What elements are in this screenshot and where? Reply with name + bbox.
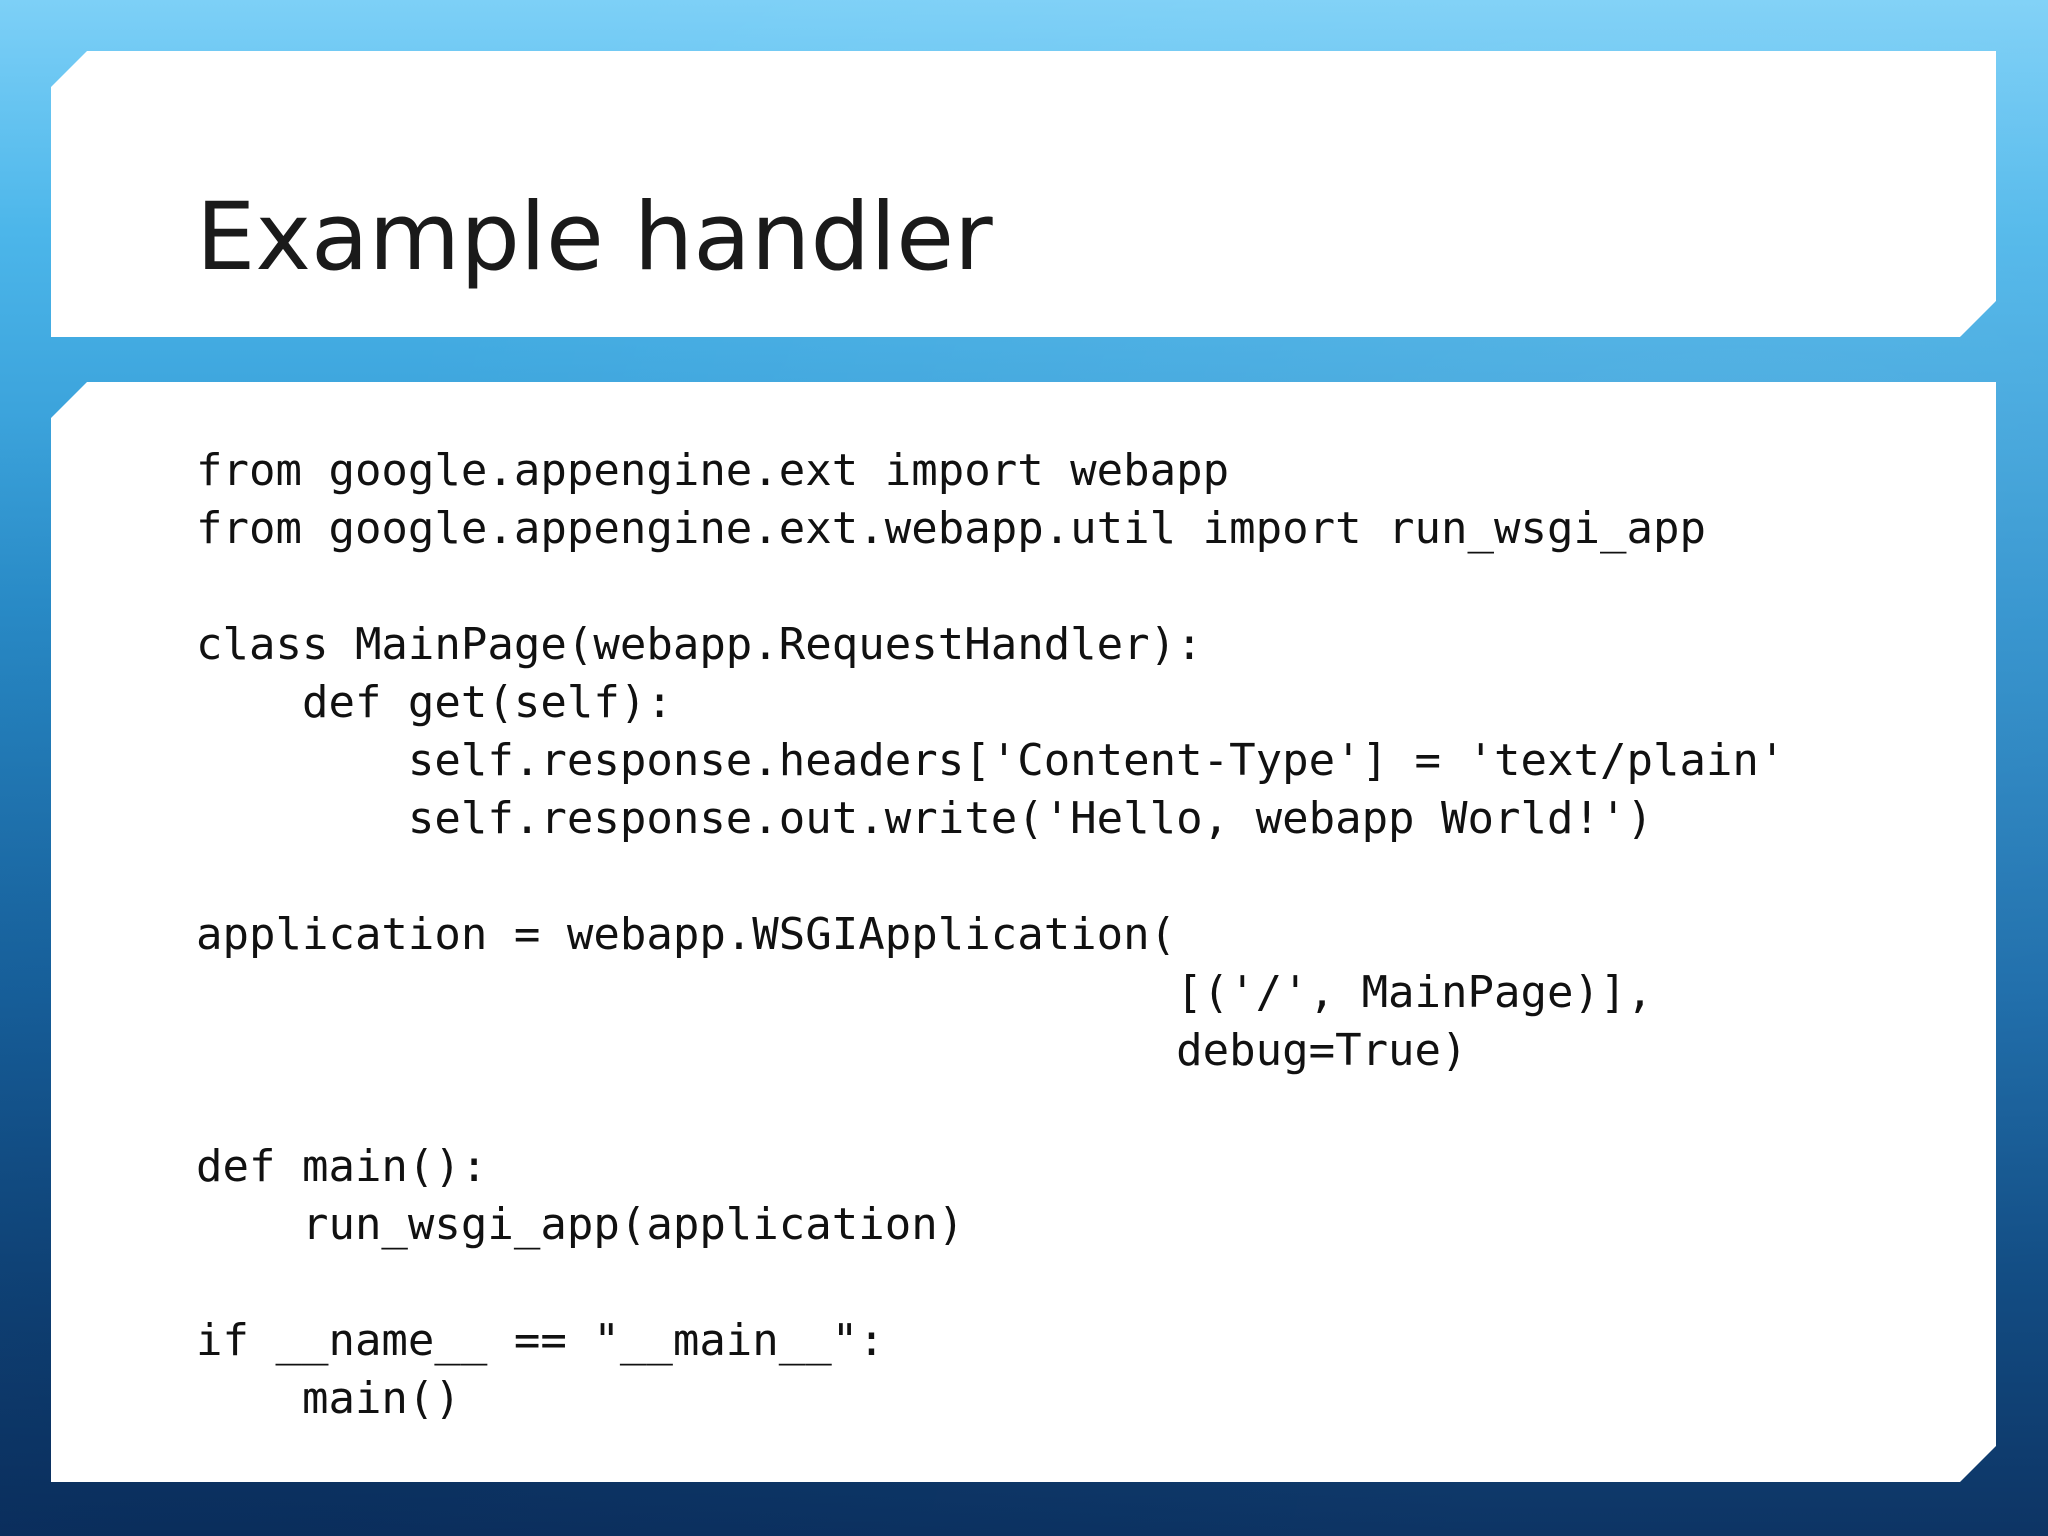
- code-line: [196, 558, 1785, 616]
- code-line: [196, 1254, 1785, 1312]
- code-line: def get(self):: [196, 677, 673, 728]
- code-line: self.response.out.write('Hello, webapp W…: [196, 793, 1653, 844]
- slide-title: Example handler: [196, 183, 993, 292]
- title-panel: Example handler: [51, 51, 1996, 337]
- code-line: [196, 848, 1785, 906]
- code-line: from google.appengine.ext import webapp: [196, 445, 1230, 496]
- code-line: application = webapp.WSGIApplication(: [196, 909, 1177, 960]
- code-line: main(): [196, 1373, 461, 1424]
- code-line: self.response.headers['Content-Type'] = …: [196, 735, 1786, 786]
- code-line: class MainPage(webapp.RequestHandler):: [196, 619, 1203, 670]
- code-line: if __name__ == "__main__":: [196, 1315, 885, 1366]
- code-line: debug=True): [196, 1025, 1468, 1076]
- code-line: def main():: [196, 1141, 488, 1192]
- content-panel: from google.appengine.ext import webapp f…: [51, 382, 1996, 1482]
- code-line: [('/', MainPage)],: [196, 967, 1653, 1018]
- code-line: [196, 1080, 1785, 1138]
- code-line: run_wsgi_app(application): [196, 1199, 965, 1250]
- code-block: from google.appengine.ext import webapp f…: [196, 442, 1785, 1428]
- code-line: from google.appengine.ext.webapp.util im…: [196, 503, 1706, 554]
